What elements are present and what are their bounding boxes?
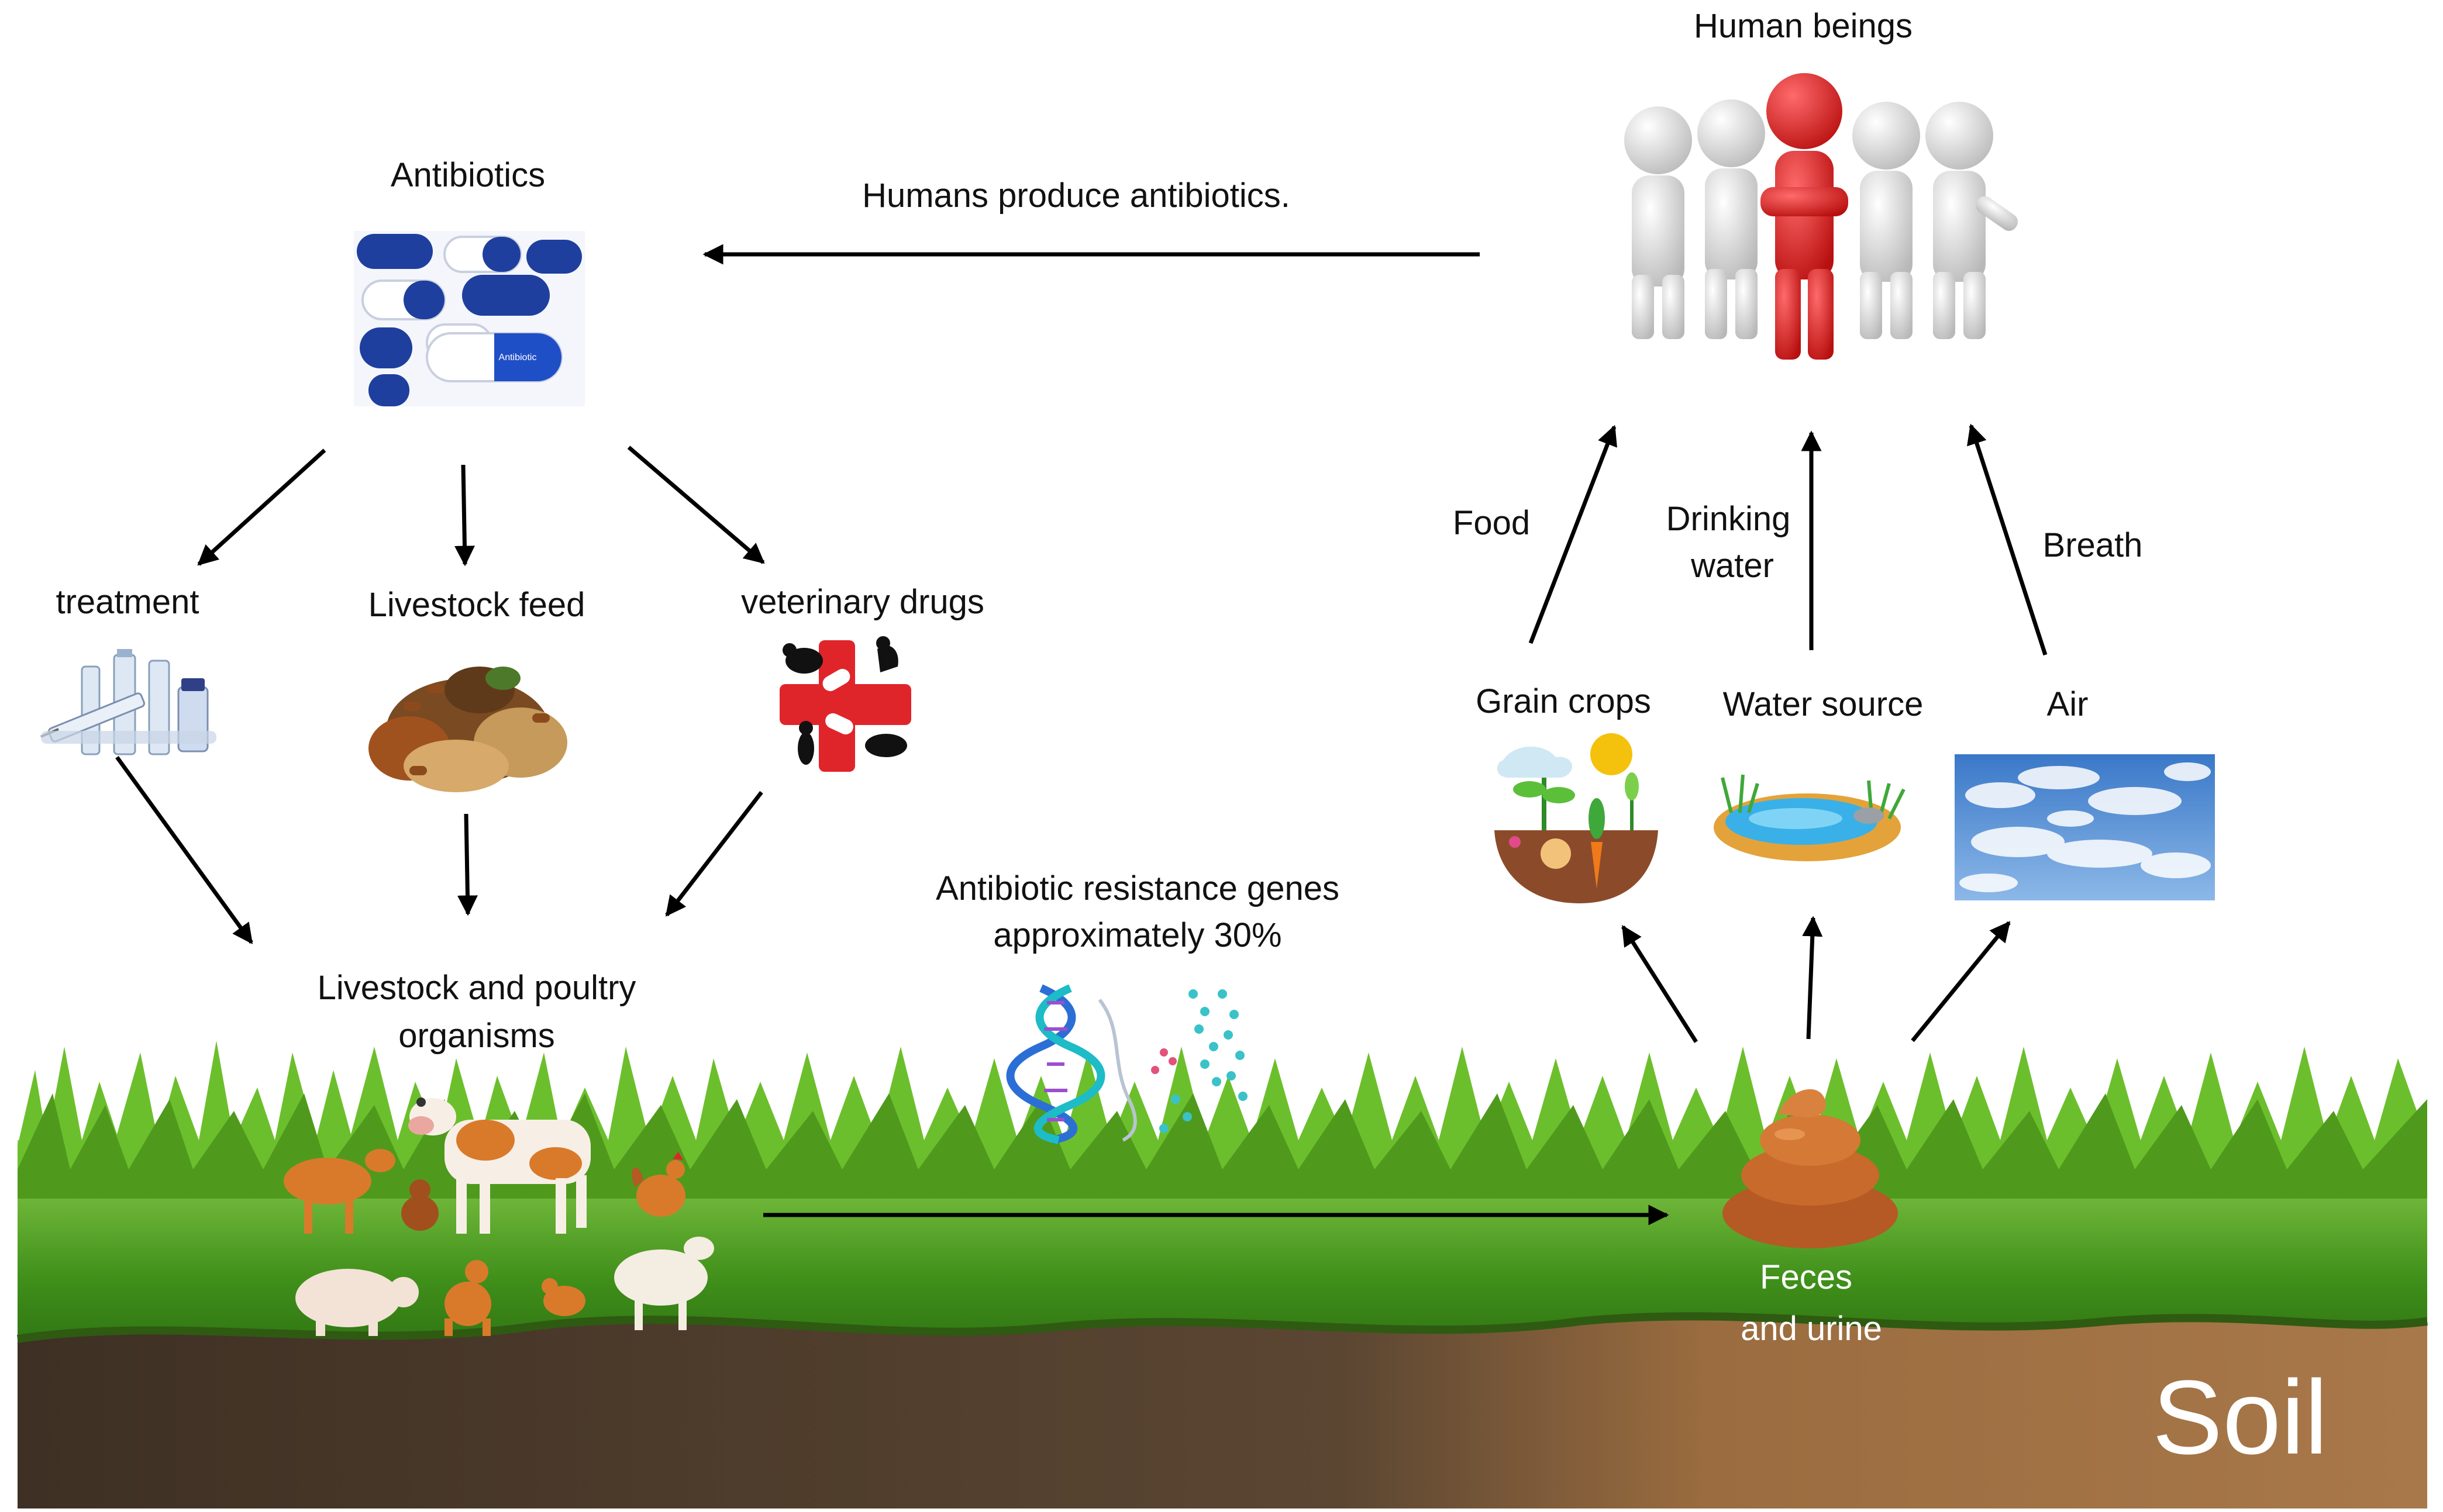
arrow-vetdrugs-to-livestock: [665, 790, 763, 917]
large-pill: Antibiotic: [426, 332, 563, 382]
cat-icon: [401, 1179, 439, 1231]
pig-icon: [295, 1269, 419, 1336]
dna-helix-icon: [1006, 984, 1248, 1144]
label-args-line2: approximately 30%: [993, 916, 1282, 954]
pills-icon: Antibiotic: [354, 231, 585, 406]
arrow-crops-to-humans: [1528, 424, 1617, 644]
arrow-feces-to-water: [1802, 916, 1823, 1040]
label-soil: Soil: [2152, 1359, 2328, 1476]
sky-icon: [1955, 754, 2215, 900]
arrow-feed-to-livestock: [457, 813, 478, 916]
label-livestock-feed: Livestock feed: [368, 586, 585, 624]
label-grain-crops: Grain crops: [1476, 682, 1651, 720]
arrow-antibiotics-to-vetdrugs: [627, 446, 765, 564]
label-water-source: Water source: [1722, 685, 1924, 723]
label-treatment: treatment: [56, 583, 199, 621]
feces-icon: [1722, 1089, 1898, 1248]
arrow-antibiotics-to-treatment: [197, 448, 326, 566]
arrow-antibiotics-to-feed: [454, 464, 475, 567]
label-humans-produce: Humans produce antibiotics.: [862, 177, 1290, 215]
arrow-treatment-to-livestock: [115, 755, 253, 944]
flow-arrows: [115, 244, 2048, 1226]
livestock-animals: [284, 1097, 714, 1336]
label-antibiotics: Antibiotics: [390, 156, 546, 194]
vials-syringe-icon: [40, 649, 216, 755]
label-drinking-line2: water: [1691, 547, 1774, 585]
arrow-air-to-humans: [1967, 423, 2048, 656]
feed-pellets-icon: [368, 667, 567, 792]
rooster-icon: [632, 1152, 685, 1217]
goat-icon: [284, 1149, 395, 1234]
label-breath: Breath: [2042, 526, 2143, 564]
label-drinking-line1: Drinking: [1666, 500, 1791, 538]
people-icon: [1624, 73, 2018, 360]
pond-icon: [1714, 774, 1906, 861]
label-feces-line1: Feces: [1760, 1258, 1852, 1296]
label-air: Air: [2046, 685, 2089, 723]
dog-icon: [445, 1260, 491, 1336]
chicken-icon: [542, 1278, 585, 1316]
veterinary-cross-icon: [780, 636, 911, 772]
label-food: Food: [1452, 504, 1531, 542]
label-livestock-organisms-line1: Livestock and poultry: [317, 969, 636, 1007]
label-veterinary-drugs: veterinary drugs: [741, 583, 984, 621]
pill-label: Antibiotic: [499, 353, 537, 363]
label-feces-line2: and urine: [1741, 1310, 1882, 1348]
label-livestock-organisms-line2: organisms: [398, 1017, 555, 1055]
label-args-line1: Antibiotic resistance genes: [936, 869, 1339, 907]
cow-icon: [408, 1097, 591, 1234]
label-human-beings: Human beings: [1694, 7, 1913, 45]
arrow-feces-to-air: [1911, 921, 2011, 1042]
arrow-feces-to-crops: [1621, 925, 1698, 1043]
sheep-icon: [614, 1237, 714, 1330]
soil-band: [16, 1312, 2428, 1508]
crops-icon: [1494, 733, 1658, 903]
